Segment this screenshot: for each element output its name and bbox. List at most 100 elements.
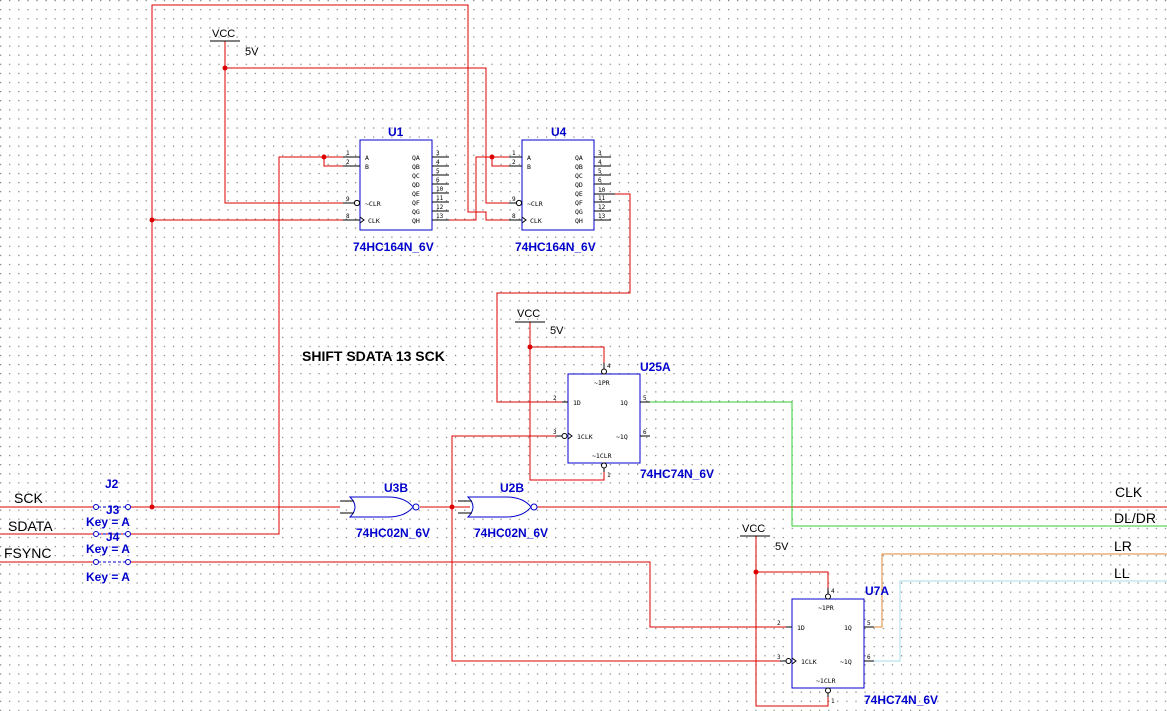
svg-text:CLK: CLK [530, 217, 542, 225]
vcc-symbol-u7a: VCC 5V [740, 523, 789, 553]
svg-text:Key = A: Key = A [86, 542, 130, 556]
svg-text:1Q: 1Q [844, 624, 852, 632]
flip-flop-u25a[interactable]: U25A ~1PR 1D 1CLK 1Q ~1Q ~1CLR 4 2 3 5 6… [553, 360, 714, 481]
svg-text:J3: J3 [106, 503, 120, 517]
svg-text:1: 1 [607, 472, 611, 479]
svg-text:5V: 5V [245, 46, 259, 58]
shift-register-u1[interactable]: U1 1 2 9 8 A B ~CLR CLK QA QB QC [343, 125, 449, 254]
nor-gate-u2b[interactable]: U2B 74HC02N_6V [458, 481, 548, 540]
svg-text:~CLR: ~CLR [527, 200, 543, 208]
svg-text:11: 11 [598, 195, 606, 202]
svg-text:12: 12 [598, 204, 606, 211]
u1-input-pins [343, 156, 365, 224]
u2b-part: 74HC02N_6V [474, 526, 548, 540]
svg-text:~1Q: ~1Q [840, 658, 852, 666]
net-label-clk: CLK [1115, 484, 1143, 500]
svg-text:QC: QC [575, 172, 583, 180]
flip-flop-u7a[interactable]: U7A ~1PR 1D 1CLK 1Q ~1Q ~1CLR 4 2 3 5 6 … [777, 584, 938, 707]
u25a-ref: U25A [640, 360, 671, 374]
junction-dots [149, 65, 759, 575]
svg-text:Key = A: Key = A [86, 570, 130, 584]
u4-part: 74HC164N_6V [515, 240, 596, 254]
svg-text:QH: QH [412, 217, 420, 225]
u1-output-pins [432, 156, 449, 221]
svg-text:1D: 1D [573, 399, 581, 407]
vcc-symbol-top: VCC 5V [210, 28, 259, 58]
svg-text:QD: QD [575, 181, 583, 189]
u2b-ref: U2B [500, 481, 524, 495]
svg-text:CLK: CLK [368, 217, 380, 225]
svg-text:QE: QE [412, 190, 420, 198]
svg-text:5: 5 [867, 620, 871, 627]
svg-text:8: 8 [346, 213, 350, 220]
svg-text:A: A [527, 154, 531, 162]
u7a-ref: U7A [865, 584, 889, 598]
svg-text:~1PR: ~1PR [818, 604, 834, 612]
svg-text:2: 2 [553, 395, 557, 402]
svg-text:4: 4 [607, 363, 611, 370]
output-wires [650, 401, 1167, 662]
svg-text:B: B [365, 163, 369, 171]
net-label-sck: SCK [14, 490, 43, 506]
svg-text:~1Q: ~1Q [616, 433, 628, 441]
svg-text:VCC: VCC [212, 28, 235, 40]
svg-text:4: 4 [831, 588, 835, 595]
svg-text:1: 1 [512, 150, 516, 157]
net-label-lr: LR [1114, 538, 1132, 554]
svg-text:6: 6 [598, 177, 602, 184]
u25a-pins [556, 363, 650, 472]
u3b-ref: U3B [384, 481, 408, 495]
svg-text:11: 11 [436, 195, 444, 202]
svg-text:5: 5 [436, 168, 440, 175]
svg-text:VCC: VCC [517, 308, 540, 320]
connector-j4[interactable]: J4 Key = A Key = A [86, 530, 131, 584]
svg-text:3: 3 [598, 150, 602, 157]
net-label-fsync: FSYNC [4, 545, 51, 561]
svg-text:1: 1 [346, 150, 350, 157]
svg-text:5V: 5V [550, 325, 564, 337]
svg-text:~CLR: ~CLR [365, 200, 381, 208]
svg-text:2: 2 [512, 159, 516, 166]
svg-text:B: B [527, 163, 531, 171]
svg-text:8: 8 [512, 213, 516, 220]
svg-text:3: 3 [553, 429, 557, 436]
svg-text:6: 6 [436, 177, 440, 184]
u3b-part: 74HC02N_6V [356, 526, 430, 540]
wires [0, 4, 1167, 707]
svg-text:VCC: VCC [742, 523, 765, 535]
svg-text:9: 9 [346, 196, 350, 203]
svg-text:4: 4 [436, 159, 440, 166]
svg-text:QB: QB [412, 163, 420, 171]
u4-output-pins [594, 156, 615, 221]
svg-text:9: 9 [512, 196, 516, 203]
connector-j2[interactable]: J2 [93, 477, 131, 510]
svg-text:1CLK: 1CLK [801, 658, 817, 666]
svg-text:4: 4 [598, 159, 602, 166]
svg-text:QE: QE [575, 190, 583, 198]
annotation-text: SHIFT SDATA 13 SCK [302, 348, 445, 364]
svg-text:13: 13 [598, 213, 606, 220]
net-label-sdata: SDATA [8, 518, 53, 534]
connector-j3[interactable]: J3 Key = A [86, 503, 131, 537]
svg-text:QC: QC [412, 172, 420, 180]
svg-text:~1PR: ~1PR [594, 379, 610, 387]
svg-text:Key = A: Key = A [86, 515, 130, 529]
svg-text:QD: QD [412, 181, 420, 189]
svg-text:3: 3 [777, 654, 781, 661]
svg-text:QB: QB [575, 163, 583, 171]
svg-text:J2: J2 [105, 477, 119, 491]
svg-text:13: 13 [436, 213, 444, 220]
svg-text:~1CLR: ~1CLR [592, 452, 612, 460]
nor-gate-u3b[interactable]: U3B 74HC02N_6V [340, 481, 430, 540]
svg-text:QG: QG [412, 208, 420, 216]
shift-register-u4[interactable]: U4 1 2 9 8 A B ~CLR CLK QA QB QC [509, 125, 615, 254]
svg-text:3: 3 [436, 150, 440, 157]
svg-text:A: A [365, 154, 369, 162]
svg-text:6: 6 [867, 654, 871, 661]
svg-text:~1CLR: ~1CLR [816, 677, 836, 685]
svg-text:10: 10 [598, 187, 606, 194]
svg-text:QG: QG [575, 208, 583, 216]
svg-text:1D: 1D [797, 624, 805, 632]
svg-text:6: 6 [643, 429, 647, 436]
